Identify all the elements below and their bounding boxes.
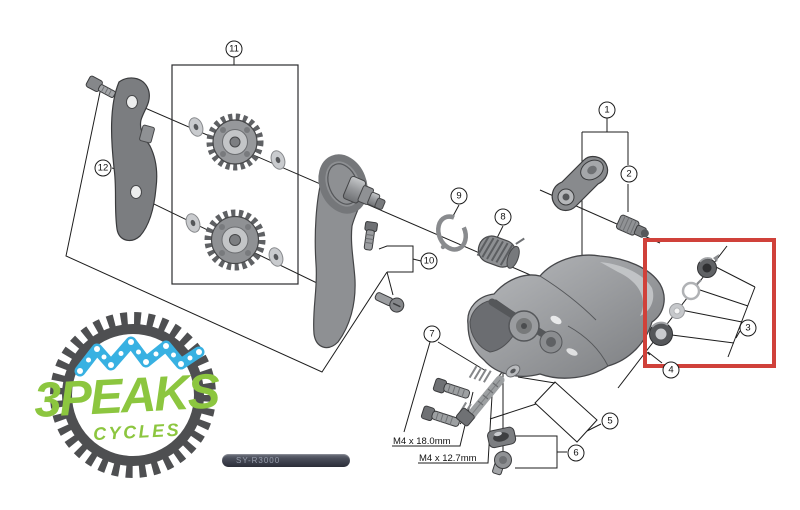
logo-chainring [62, 324, 204, 466]
logo-chainring-teeth [50, 312, 216, 478]
callout-6: 6 [567, 444, 585, 462]
tension-pulley [204, 209, 266, 271]
derailleur-body [467, 254, 665, 379]
part-model-bar-text: SY-R3000 [236, 456, 281, 465]
callout-10: 10 [420, 252, 438, 270]
callout-12: 12 [94, 159, 112, 177]
part-2-axle-bolt [615, 214, 649, 238]
part-3-axle-small-parts [649, 254, 719, 346]
callout-8: 8 [494, 208, 512, 226]
highlight-box-part-3 [643, 238, 776, 368]
logo-text-3peaks: 3PEAKS [33, 364, 222, 428]
plate-axle-bolt [85, 75, 116, 98]
logo-text-cycles: CYCLES [93, 420, 182, 445]
callout-7: 7 [423, 325, 441, 343]
shop-logo: 3PEAKS CYCLES [33, 312, 222, 478]
callout-1: 1 [598, 101, 616, 119]
part-1-bracket-axle-unit [551, 155, 609, 212]
part-8-spring [476, 235, 525, 269]
callout-9: 9 [450, 187, 468, 205]
part-12-inner-plate [110, 77, 158, 242]
outer-plate-assembly [313, 154, 405, 349]
part-6-cable-fixing [487, 426, 517, 476]
callout-11: 11 [225, 40, 243, 58]
callout-4: 4 [662, 361, 680, 379]
logo-chain-peaks [74, 336, 205, 377]
part-11-group-box [171, 64, 299, 285]
callout-3: 3 [739, 319, 757, 337]
pulley-washers [185, 117, 286, 267]
part-5-b-screw [455, 364, 521, 427]
part-9-snap-ring [436, 214, 468, 252]
callout-2: 2 [620, 165, 638, 183]
callout-5: 5 [601, 412, 619, 430]
dimension-label-m4-18: M4 x 18.0mm [393, 436, 451, 447]
guide-pulley [206, 113, 264, 171]
part-model-bar: SY-R3000 [222, 454, 350, 467]
part-7-adjust-screws [420, 365, 492, 427]
dimension-label-m4-127: M4 x 12.7mm [419, 453, 477, 464]
